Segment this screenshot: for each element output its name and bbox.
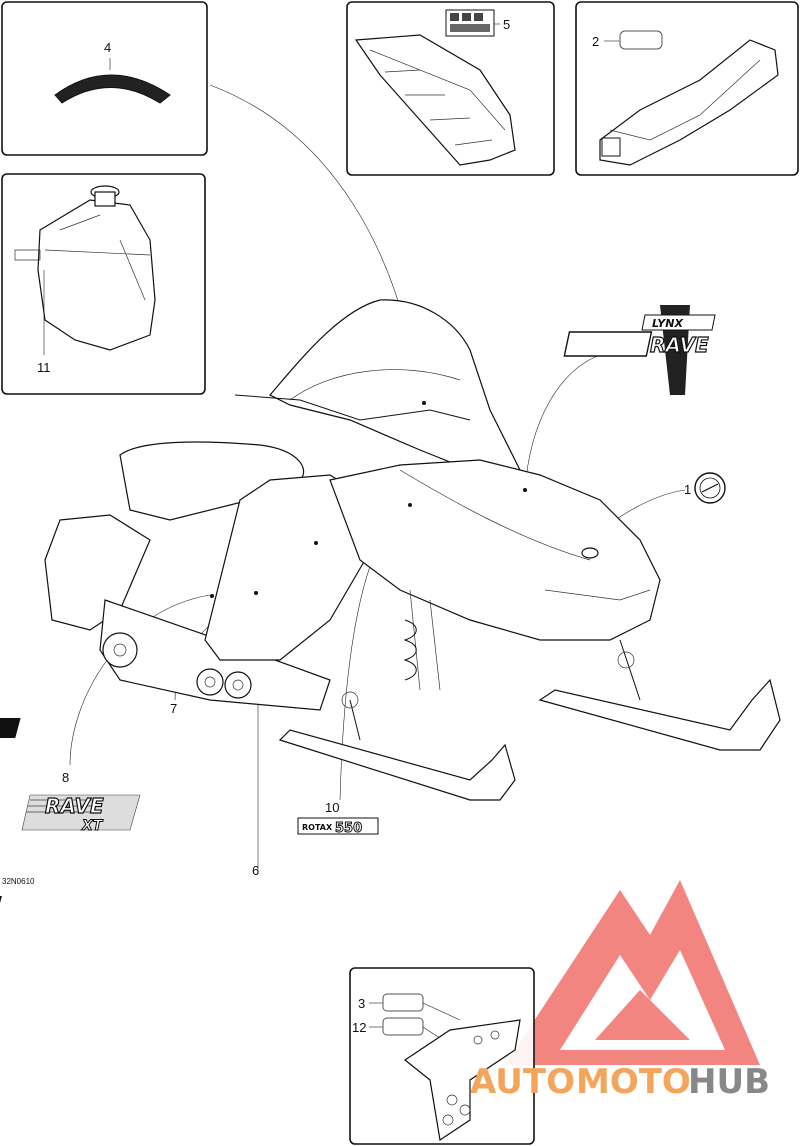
automotohub-logo: [505, 880, 760, 1065]
figure-code: 32N0610: [2, 877, 35, 886]
decal-rotax-text: ROTAX: [302, 823, 333, 832]
callout-8: 8: [62, 770, 69, 785]
decal-550-text: 550: [335, 821, 362, 836]
oil-tank-drawing: [37, 199, 156, 351]
inset-4: 4: [1, 1, 208, 156]
decal-4-arc: [54, 74, 171, 104]
callout-6: 6: [252, 863, 259, 878]
inset-3-12: 3 12: [349, 967, 535, 1145]
label-blank-3: [382, 993, 424, 1012]
decal-xt-text: XT: [81, 818, 104, 834]
callout-10: 10: [325, 800, 339, 815]
decal-nduro-text: N-DURO: [132, 721, 195, 737]
decal-rave-xt-text: RAVE: [45, 794, 104, 818]
decal-nduro-small: N-DURO: [0, 896, 236, 910]
wm-auto: AUTO: [470, 1062, 575, 1102]
tunnel-drawing: [599, 39, 779, 166]
decal-rave-text: RAVE: [650, 333, 709, 357]
decal-nduro-small-text: N-DURO: [190, 899, 236, 910]
callout-4: 4: [104, 40, 111, 55]
callout-2: 2: [592, 34, 599, 49]
label-blank-12: [382, 1017, 424, 1036]
wm-moto: MOTO: [576, 1062, 691, 1102]
wm-hub: HUB: [688, 1062, 770, 1102]
snowmobile-drawing: [44, 299, 781, 801]
decal-10: 10 ROTAX 550: [297, 800, 379, 837]
inset-5: 5: [346, 1, 555, 176]
decal-1: 1: [684, 472, 726, 504]
inset-11: 11: [1, 173, 206, 395]
callout-11: 11: [37, 360, 51, 375]
callout-3: 3: [358, 996, 365, 1011]
decal-lynx-text: LYNX: [652, 317, 683, 330]
inset-2: 2: [575, 1, 799, 176]
bracket-drawing: [403, 1019, 521, 1142]
callout-5: 5: [503, 17, 510, 32]
decal-7: 7 N-DURO: [0, 701, 195, 738]
decal-8: 8 RAVE XT: [21, 770, 141, 835]
callout-12: 12: [352, 1020, 366, 1035]
seat-drawing: [354, 34, 516, 166]
callout-1: 1: [684, 482, 691, 497]
decal-9: 9 LYNX RAVE: [563, 305, 716, 395]
label-blank-2: [619, 30, 663, 50]
automotohub-wordmark: AUTO MOTO HUB: [470, 1062, 770, 1102]
callout-7: 7: [170, 701, 177, 716]
